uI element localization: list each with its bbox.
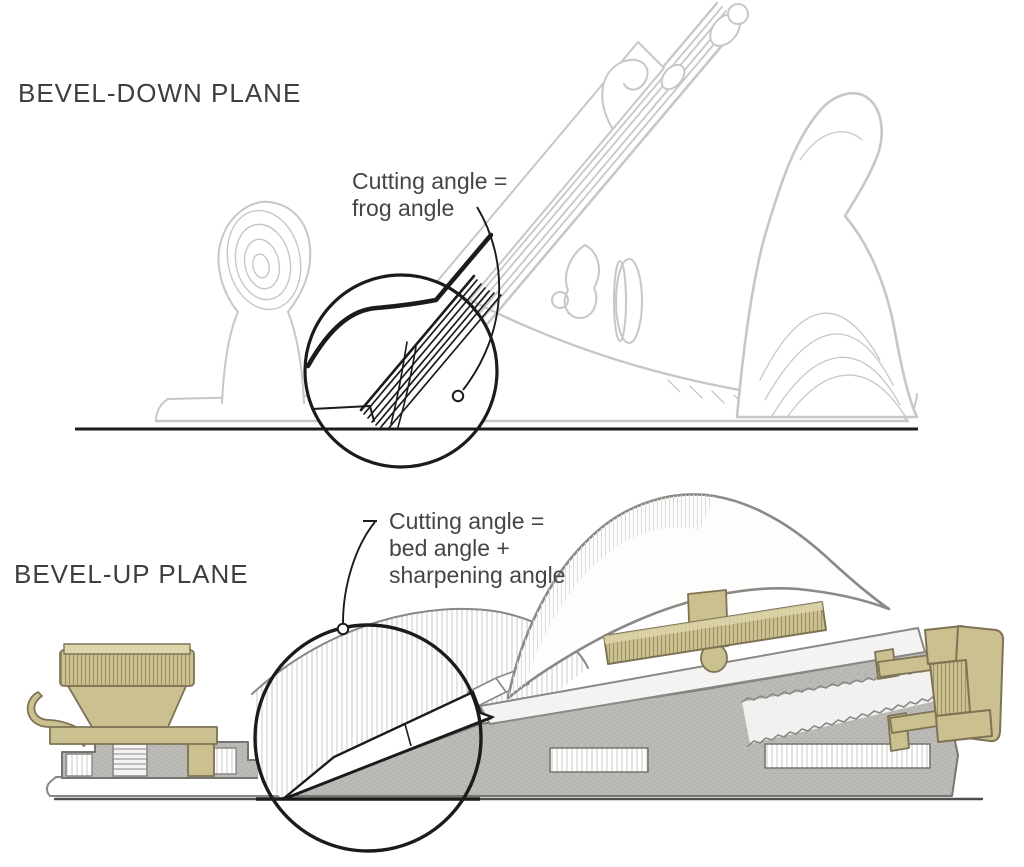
- bevel-up-plane-drawing: [26, 493, 1005, 801]
- annotation-line: Cutting angle =: [389, 508, 545, 534]
- leader-line-bevel-up: [342, 520, 377, 624]
- annotation-line: frog angle: [352, 195, 455, 221]
- annotation-line: Cutting angle =: [352, 168, 508, 194]
- front-knob: [217, 200, 312, 404]
- bevel-down-callout-circle: [75, 206, 918, 469]
- annotation-line: bed angle +: [389, 535, 510, 561]
- bevel-up-callout-circle: [253, 520, 496, 853]
- rear-adjustment-knob: [924, 625, 1005, 743]
- leader-line-bevel-down: [462, 206, 501, 391]
- leader-endpoint-dot-top: [451, 389, 465, 403]
- depth-adjustment-wheel: [551, 244, 643, 344]
- lever-cap-cam: [660, 63, 686, 91]
- leader-endpoint-dot-bottom: [336, 622, 350, 636]
- body-wall-hatch: [252, 608, 588, 799]
- bevel-up-annotation: Cutting angle = bed angle + sharpening a…: [389, 508, 565, 589]
- bevel-down-plane-drawing: [154, 1, 919, 432]
- bevel-down-annotation: Cutting angle = frog angle: [352, 168, 507, 222]
- bevel-down-title: BEVEL-DOWN PLANE: [18, 78, 302, 108]
- cap-screw-wheel: [603, 589, 827, 673]
- bevel-up-title: BEVEL-UP PLANE: [14, 559, 249, 589]
- knob-wood-grain: [226, 209, 302, 311]
- bevel-down-blade-detail: [305, 232, 502, 430]
- front-knob-assembly: [49, 643, 218, 745]
- tote-wood-grain: [759, 131, 906, 417]
- annotation-line: sharpening angle: [389, 562, 566, 588]
- rear-tote: [735, 91, 919, 419]
- lateral-adjuster: [601, 58, 649, 129]
- chipbreaker-curve: [305, 232, 494, 369]
